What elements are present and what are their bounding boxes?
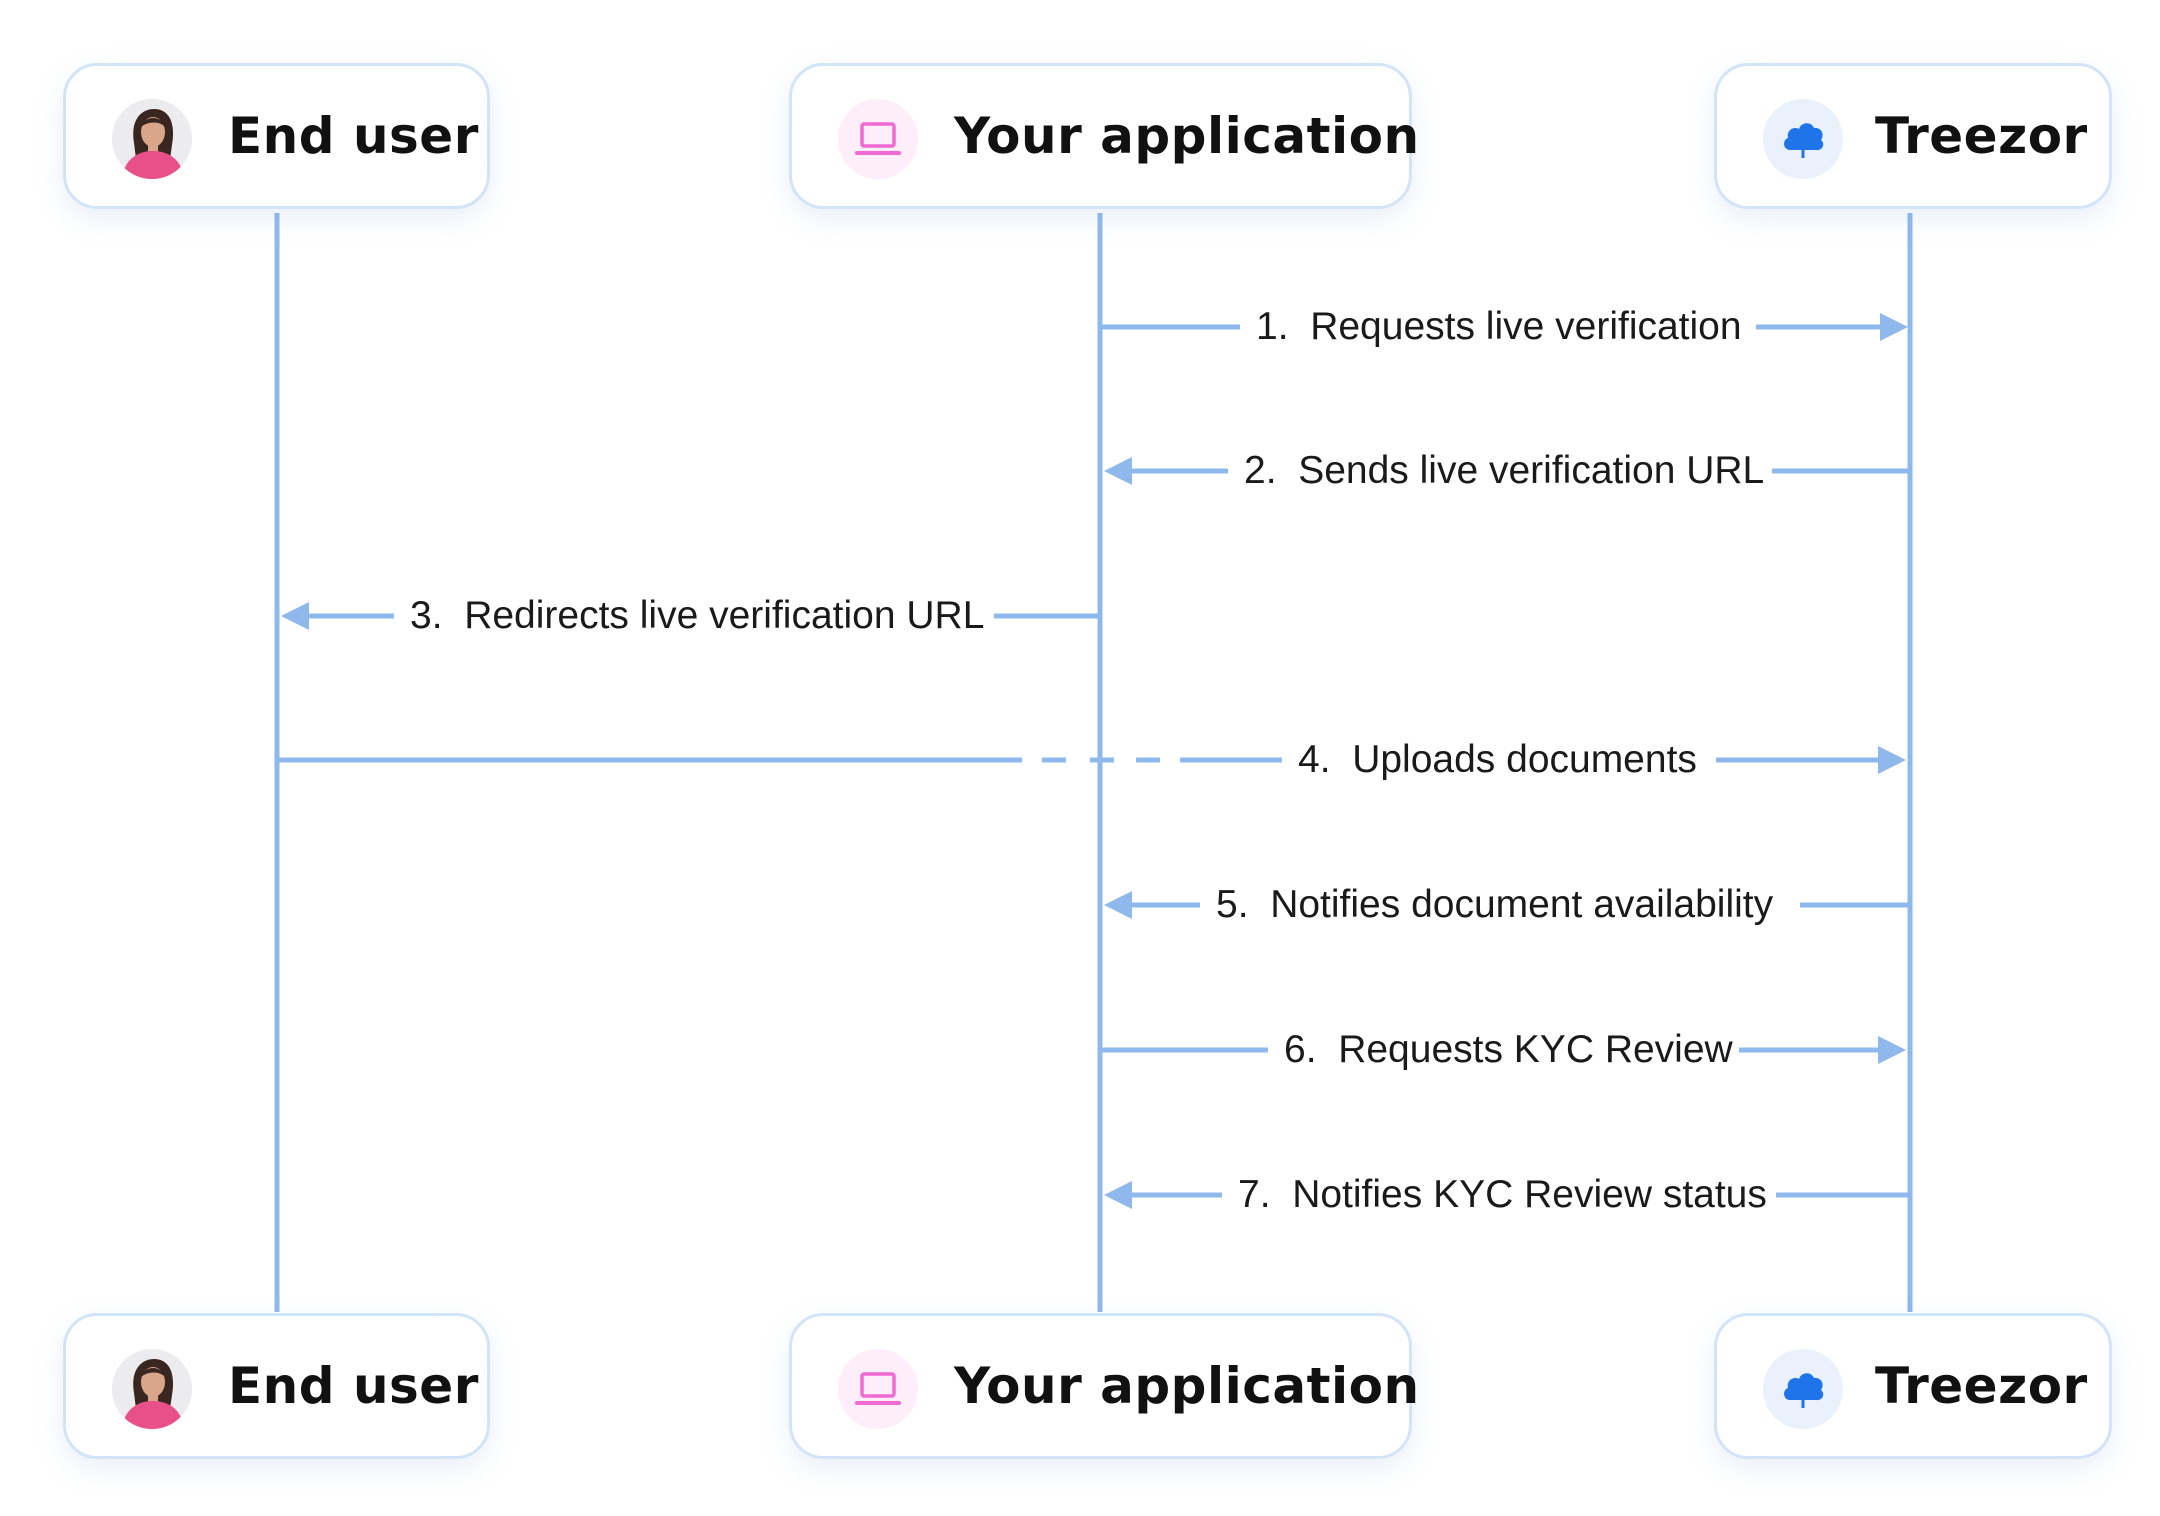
message-4-step: 4. <box>1298 738 1331 781</box>
actor-end-user-name: End user <box>228 107 479 165</box>
message-5-text: Notifies document availability <box>1270 883 1774 926</box>
actor-app-top: Your application <box>789 63 1419 209</box>
treezor-cloud-logo-icon <box>1763 1349 1843 1429</box>
treezor-cloud-logo-icon <box>1763 99 1843 179</box>
actor-end-user-bottom: End user <box>63 1313 490 1459</box>
message-5-label: 5. Notifies document availability <box>1210 875 1780 935</box>
message-4-arrowhead <box>1878 746 1906 774</box>
actor-end-user-top: End user <box>63 63 490 209</box>
actor-treezor-name: Treezor <box>1875 1357 2088 1415</box>
user-avatar-icon <box>112 99 192 179</box>
actor-treezor-bottom: Treezor <box>1714 1313 2112 1459</box>
message-7-arrowhead <box>1104 1181 1132 1209</box>
message-2-arrowhead <box>1104 457 1132 485</box>
actor-treezor-top: Treezor <box>1714 63 2112 209</box>
actor-app-name: Your application <box>954 1357 1420 1415</box>
laptop-icon <box>838 99 918 179</box>
message-6-text: Requests KYC Review <box>1338 1028 1733 1071</box>
message-4-text: Uploads documents <box>1352 738 1697 781</box>
user-avatar-icon <box>112 1349 192 1429</box>
message-5-arrowhead <box>1104 891 1132 919</box>
message-6-arrowhead <box>1878 1036 1906 1064</box>
message-2-text: Sends live verification URL <box>1298 449 1765 492</box>
message-6-label: 6. Requests KYC Review <box>1278 1020 1739 1080</box>
actor-treezor-name: Treezor <box>1875 107 2088 165</box>
message-7-text: Notifies KYC Review status <box>1292 1173 1767 1216</box>
actor-app-name: Your application <box>954 107 1420 165</box>
message-1-step: 1. <box>1256 305 1289 348</box>
laptop-icon <box>838 1349 918 1429</box>
message-7-label: 7. Notifies KYC Review status <box>1232 1165 1773 1225</box>
message-3-arrowhead <box>281 602 309 630</box>
message-7-step: 7. <box>1238 1173 1271 1216</box>
message-1-arrowhead <box>1880 313 1908 341</box>
actor-app-bottom: Your application <box>789 1313 1419 1459</box>
message-6-step: 6. <box>1284 1028 1317 1071</box>
message-2-label: 2. Sends live verification URL <box>1238 441 1771 501</box>
message-1-label: 1. Requests live verification <box>1250 297 1748 357</box>
actor-end-user-name: End user <box>228 1357 479 1415</box>
message-1-text: Requests live verification <box>1310 305 1742 348</box>
message-4-label: 4. Uploads documents <box>1292 730 1703 790</box>
message-3-step: 3. <box>410 594 443 637</box>
message-3-label: 3. Redirects live verification URL <box>404 586 991 646</box>
message-3-text: Redirects live verification URL <box>464 594 985 637</box>
message-5-step: 5. <box>1216 883 1249 926</box>
message-2-step: 2. <box>1244 449 1277 492</box>
